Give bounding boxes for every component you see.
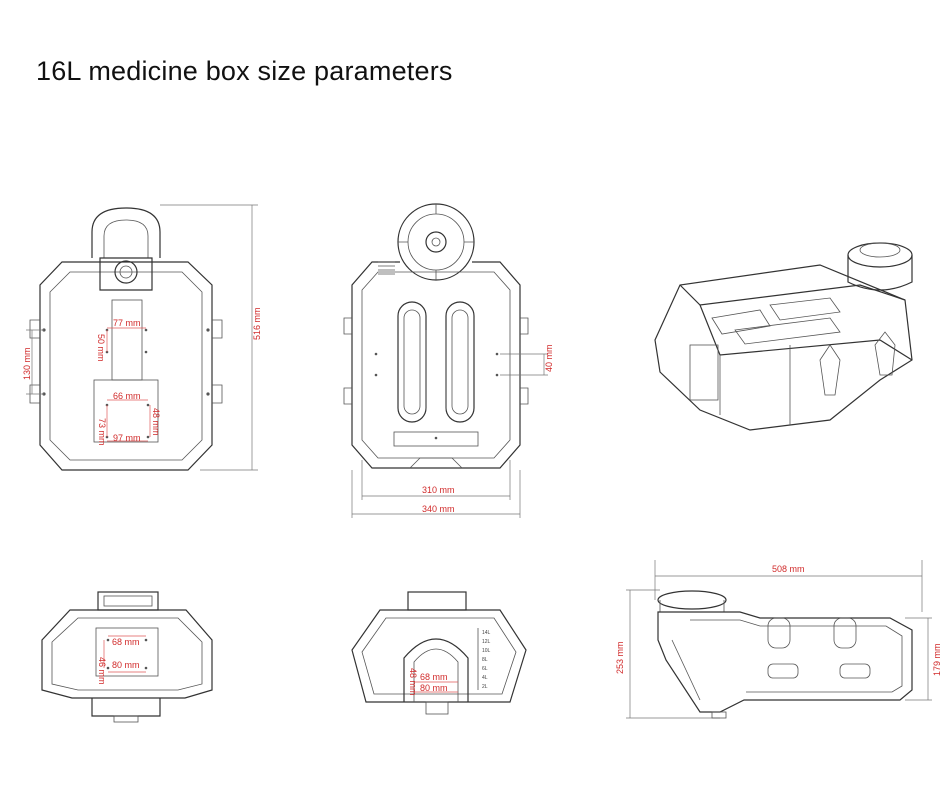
scale-mark: 14L (482, 630, 491, 636)
volume-scale: 14L 12L 10L 8L 6L 4L 2L (482, 630, 491, 690)
dim-48: 48 mm (151, 408, 161, 436)
scale-mark: 12L (482, 639, 491, 645)
dim-40: 40 mm (544, 344, 554, 372)
dim-50: 50 mm (96, 334, 106, 362)
view-front (41, 591, 213, 723)
dim-68-front: 68 mm (112, 637, 140, 647)
view-bottom (26, 204, 258, 471)
page-title: 16L medicine box size parameters (36, 56, 453, 86)
scale-mark: 4L (482, 675, 488, 681)
view-side (626, 560, 932, 719)
scale-mark: 6L (482, 666, 488, 672)
dim-68-rear: 68 mm (420, 672, 448, 682)
dim-508: 508 mm (772, 564, 805, 574)
dim-46-front: 46 mm (97, 657, 107, 685)
dim-48-rear: 48 mm (408, 668, 418, 696)
dim-73: 73 mm (97, 418, 107, 446)
dim-516: 516 mm (252, 307, 262, 340)
dim-77: 77 mm (113, 318, 141, 328)
scale-mark: 8L (482, 657, 488, 663)
dim-130: 130 mm (22, 347, 32, 380)
view-top (343, 203, 548, 518)
dim-80-front: 80 mm (112, 660, 140, 670)
scale-mark: 10L (482, 648, 491, 654)
dim-310: 310 mm (422, 485, 455, 495)
dim-340: 340 mm (422, 504, 455, 514)
scale-mark: 2L (482, 684, 488, 690)
view-rear (351, 591, 527, 715)
dim-179: 179 mm (932, 643, 942, 676)
view-isometric (654, 242, 913, 431)
dim-97: 97 mm (113, 433, 141, 443)
dim-80-rear: 80 mm (420, 683, 448, 693)
dim-253: 253 mm (615, 641, 625, 674)
dim-66: 66 mm (113, 391, 141, 401)
